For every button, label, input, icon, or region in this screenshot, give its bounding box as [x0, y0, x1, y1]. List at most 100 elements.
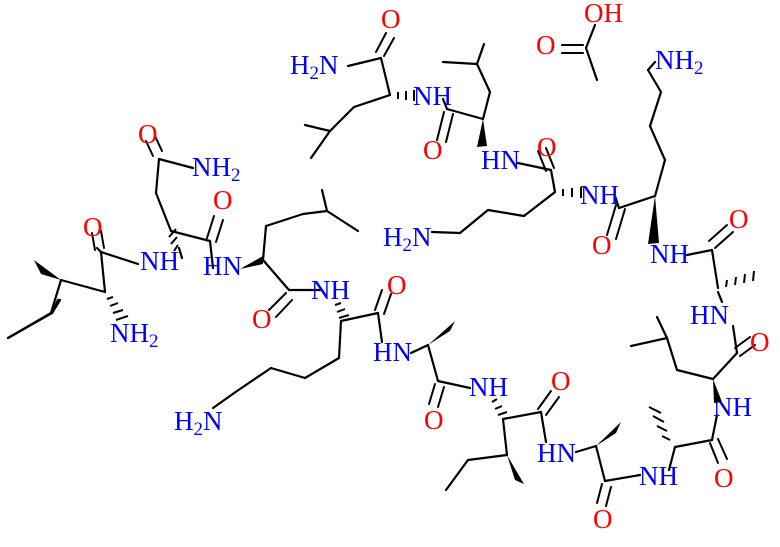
bond-acetic-c-oh	[584, 23, 597, 50]
label-hn-asn-leu1: HN	[203, 251, 242, 281]
bond-leu1-ca-cb	[261, 224, 268, 262]
bond-leu3-co-o-inner	[436, 111, 445, 141]
hash-asn-alpha-n	[168, 228, 179, 252]
bond-leu4-co-n	[346, 56, 383, 68]
bond-leu4-ca-co	[379, 56, 392, 97]
bond-ala1-co-o-outer	[437, 386, 445, 408]
bond-lys3-co-n	[516, 161, 553, 172]
bond-ala4-co-n	[685, 248, 714, 257]
residue-leucine-4: O H2N	[290, 4, 415, 160]
label-lys2-side-amine: NH2	[655, 45, 704, 79]
wedge-leu3-ca-n	[477, 119, 487, 147]
bond-lys2-ce-n	[646, 60, 657, 72]
bond-lys1-ce-n	[211, 389, 239, 410]
bond-leu3-cg-cd1	[475, 42, 486, 66]
bond-asn-side-co-outer	[154, 135, 163, 152]
bond-ile1-ethyl-up	[50, 298, 60, 315]
bond-ile2-ca-cb	[501, 417, 509, 457]
bond-leu1-cb-cg	[264, 212, 305, 228]
bond-ile1-co-o-outer	[100, 230, 105, 249]
label-lys1-carbonyl-oxygen: O	[387, 270, 407, 300]
bond-ala2-n-ca	[574, 444, 598, 454]
bond-ile1-ca-co	[99, 250, 107, 294]
bond-asn-side-c-n	[157, 157, 195, 170]
label-ala1-carbonyl-oxygen: O	[424, 405, 444, 435]
bond-ile1-c2-c3	[49, 278, 63, 315]
bond-lys3-cb-cg	[486, 208, 526, 218]
bond-leu2-cg-cd2	[655, 315, 669, 340]
bond-leu3-cg-cd2	[441, 60, 479, 66]
bond-ala1-co-o-inner	[428, 383, 436, 405]
label-ile2-carbonyl-oxygen: O	[551, 366, 571, 396]
hash-ile1-alpha-amine	[106, 296, 129, 321]
bond-leu1-ch-cd1	[320, 188, 329, 213]
bond-ala1-ca-co	[426, 343, 440, 383]
bond-leu3-co-o-outer	[445, 113, 454, 143]
bond-ile2-co-o-outer	[545, 396, 560, 416]
bond-ile2-co-n	[539, 410, 548, 444]
bond-ala3-n-ca	[667, 445, 677, 472]
bond-acetic-c-ch3	[584, 46, 599, 82]
bond-lys2-cd-ce	[646, 68, 663, 94]
hash-lys3-ca-n	[562, 187, 582, 198]
bond-ala4-n-ca	[716, 290, 724, 304]
bond-leu1-ch-cd2	[325, 209, 360, 233]
bond-leu4-co-o-inner	[383, 37, 395, 57]
residue-leucine-2: O	[629, 315, 770, 403]
wedge-leu2-ca-n	[713, 379, 722, 403]
residue-leucine-1: O	[240, 188, 360, 334]
residue-isoleucine-2: O	[444, 366, 571, 492]
label-asn-side-amide: NH2	[192, 152, 241, 186]
label-asn-carbonyl-oxygen: O	[213, 185, 233, 215]
bond-ala2-co-o-outer	[605, 486, 612, 507]
residue-lysine-1: O H2N	[174, 270, 407, 440]
label-leu4-carboxamide-amine: H2N	[290, 50, 339, 84]
bond-ile1-co-n	[99, 250, 140, 266]
bond-asn-cb-cg	[154, 157, 161, 195]
bond-leu3-ca-cb	[481, 90, 492, 121]
bond-leu4-cg-cd1	[309, 129, 332, 160]
label-nh-lys2-lys3: NH	[580, 180, 619, 210]
hash-ala4-methyl	[725, 270, 755, 288]
residue-alanine-4: O	[685, 204, 755, 304]
bond-leu1-cg-ch	[301, 209, 329, 216]
bond-lys2-ca-cb	[653, 158, 667, 198]
bond-asn-side-co-inner	[145, 140, 154, 157]
bond-asn-n-ca-stub	[177, 246, 184, 260]
hash-leu4-ca-n	[397, 90, 415, 101]
bond-leu2-co-o-outer	[734, 336, 751, 349]
bond-lys3-ca-cb	[522, 190, 557, 218]
wedge-leu1-n-ca	[240, 256, 263, 269]
bond-leu3-cb-cg	[475, 62, 492, 94]
bond-leu4-cg-cd2	[303, 123, 332, 133]
bond-lys2-co-o-inner	[606, 204, 617, 236]
bond-leu4-cb-cg	[328, 105, 356, 133]
label-ile1-carbonyl-oxygen: O	[83, 212, 103, 242]
bond-leu4-co-o-outer	[375, 32, 387, 53]
bond-lys2-ca-co	[617, 194, 657, 210]
hash-ile2-n-ca	[491, 398, 508, 416]
bond-leu4-ca-cb	[352, 93, 392, 109]
wedge-lys2-ca-n	[648, 196, 659, 244]
bond-lys1-cb-cg	[303, 356, 341, 380]
label-ala4-carbonyl-oxygen: O	[729, 204, 749, 234]
residue-lysine-2: O NH2	[592, 45, 704, 260]
bond-asn-co-n	[208, 239, 215, 270]
bond-lys1-ca-co	[339, 311, 380, 323]
label-leu4-carboxamide-oxygen: O	[381, 4, 401, 34]
bond-ala1-co-n	[436, 379, 472, 390]
label-nh-ile1-asn: NH	[140, 246, 179, 276]
bond-ala3-co-o-outer	[717, 438, 728, 460]
wedge-ala1-methyl	[428, 321, 455, 345]
label-hn-ile2-ala2: HN	[537, 438, 576, 468]
label-ala2-carbonyl-oxygen: O	[593, 504, 613, 534]
bond-leu2-ca-cb	[675, 368, 715, 381]
residue-isoleucine-1: O NH2	[6, 212, 159, 352]
bond-leu3-ca-co	[445, 107, 485, 121]
bond-ala3-co-n	[710, 413, 719, 442]
bond-lys3-cg-cd	[458, 208, 490, 235]
bond-asn-ca-cb	[154, 191, 173, 233]
bond-lys1-cg-cd	[269, 366, 307, 380]
bond-lys1-co-o-outer	[383, 293, 392, 315]
label-asn-side-oxygen: O	[138, 119, 158, 149]
